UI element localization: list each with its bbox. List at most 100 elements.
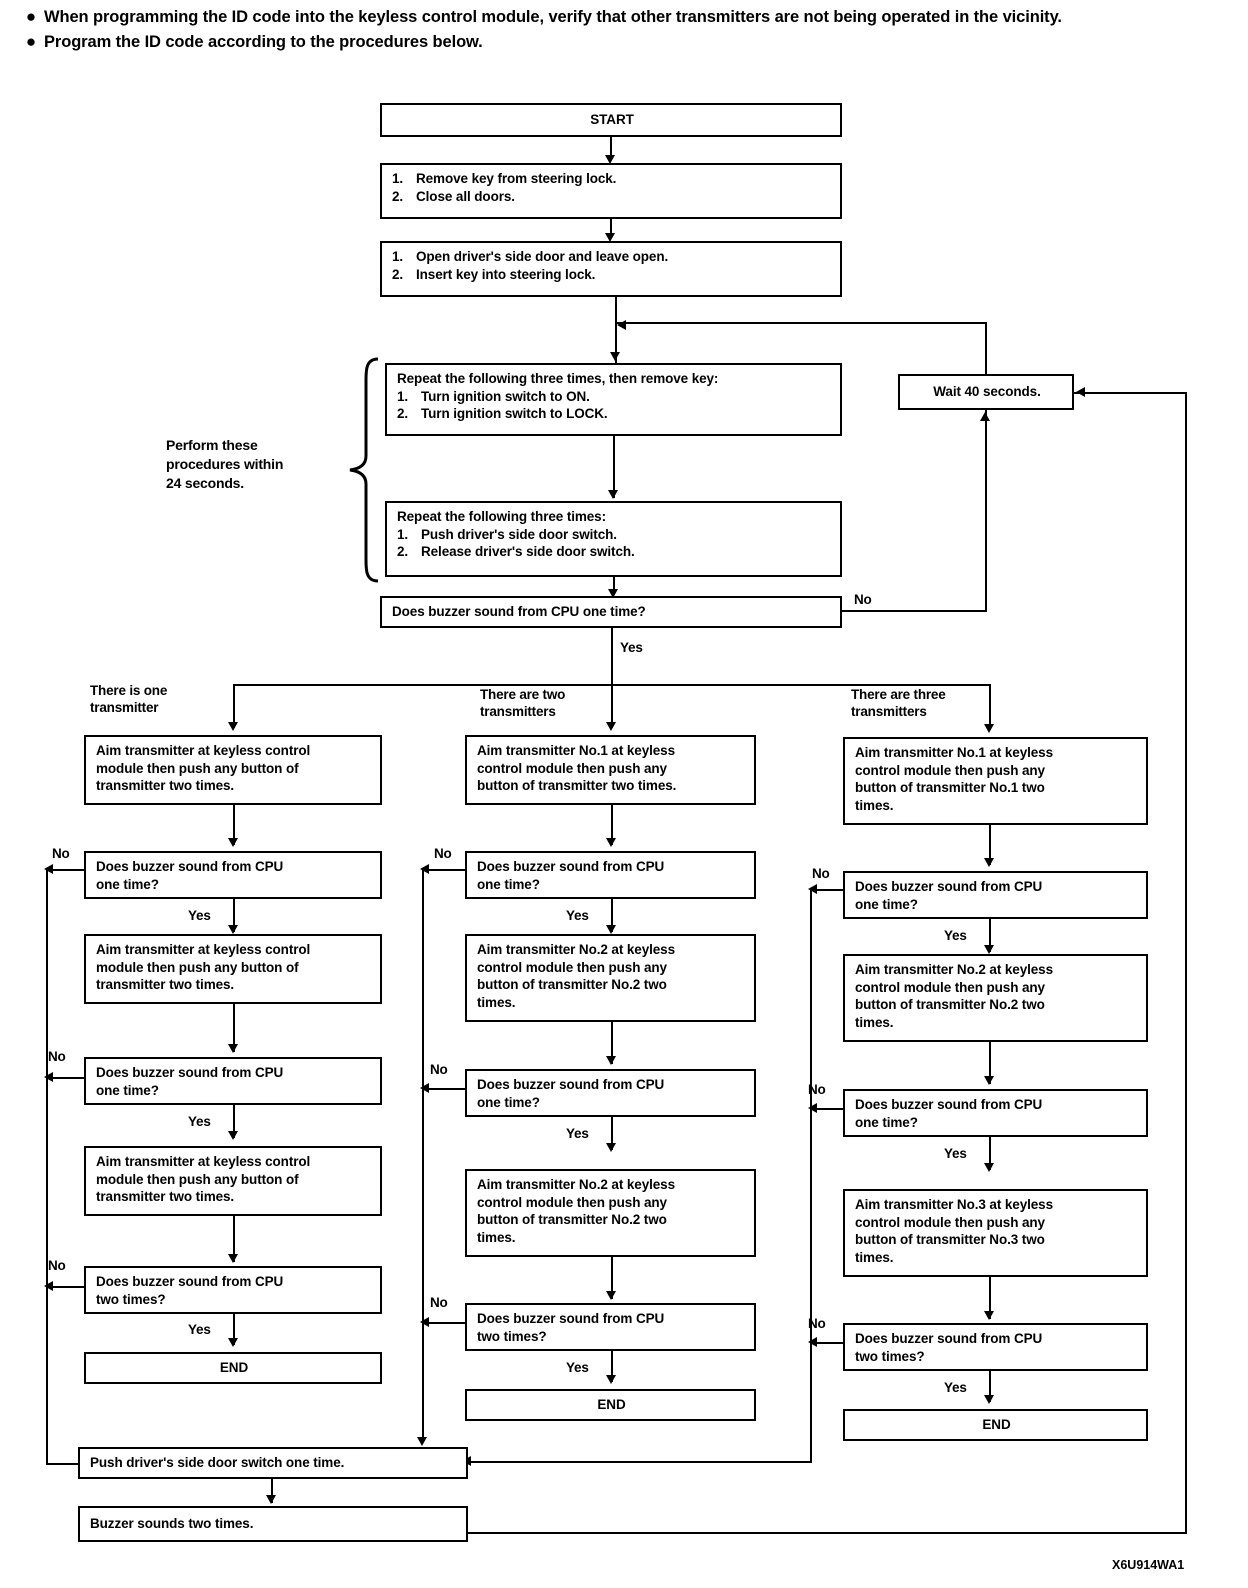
column-head-two-line1: There are two xyxy=(480,687,566,702)
col2-box-end: END xyxy=(465,1389,756,1421)
arrow-down-icon xyxy=(984,1076,994,1085)
col3-action3-line4: times. xyxy=(855,1249,894,1265)
buzzer-two-label: Buzzer sounds two times. xyxy=(90,1516,254,1531)
col1-dec2-line2: one time? xyxy=(96,1082,159,1098)
connector-buzzer-no-right xyxy=(842,610,987,612)
col3-dec1-line2: one time? xyxy=(855,896,918,912)
arrow-down-icon xyxy=(606,1056,616,1065)
col2-label-no-1: No xyxy=(434,846,452,861)
connector-col3-a1-d1 xyxy=(989,825,991,865)
label-yes-main: Yes xyxy=(620,640,643,655)
arrow-down-icon xyxy=(228,1044,238,1053)
col1-no3-line xyxy=(46,1286,86,1288)
col1-dec2-line1: Does buzzer sound from CPU xyxy=(96,1065,284,1080)
col1-label-yes-3: Yes xyxy=(188,1322,211,1337)
connector-col3-d2-a3 xyxy=(989,1137,991,1170)
box-wait-40-seconds: Wait 40 seconds. xyxy=(898,374,1074,410)
col1-box-action-1: Aim transmitter at keyless control modul… xyxy=(84,735,382,805)
col3-box-action-2: Aim transmitter No.2 at keyless control … xyxy=(843,954,1148,1042)
col3-label-no-2: No xyxy=(808,1082,826,1097)
col3-label-no-1: No xyxy=(812,866,830,881)
col2-dec1-line2: one time? xyxy=(477,876,540,892)
wait-label: Wait 40 seconds. xyxy=(933,384,1041,399)
connector-col2-d2-a3 xyxy=(611,1117,613,1150)
arrow-left-icon xyxy=(44,864,53,874)
col3-no1-line xyxy=(810,889,845,891)
col2-action1-line3: button of transmitter two times. xyxy=(477,778,677,793)
box-start-label: START xyxy=(590,112,634,127)
arrow-down-icon xyxy=(610,352,620,361)
brace-label: Perform these procedures within 24 secon… xyxy=(166,436,342,493)
col2-box-action-3: Aim transmitter No.2 at keyless control … xyxy=(465,1169,756,1257)
connector-step1-to-step2 xyxy=(610,219,612,237)
label-no-main: No xyxy=(854,592,872,607)
col1-action3-line3: transmitter two times. xyxy=(96,1189,235,1204)
box-step2: 1.Open driver's side door and leave open… xyxy=(380,241,842,297)
bullet-dot-icon: ● xyxy=(25,32,37,51)
step4-num1: 1. xyxy=(397,526,409,542)
column-head-three: There are three transmitters xyxy=(851,686,1031,720)
arrow-down-icon xyxy=(605,233,615,242)
arrow-down-icon xyxy=(606,925,616,934)
connector-return-vertical xyxy=(1185,392,1187,1532)
arrow-down-icon xyxy=(608,589,618,598)
connector-col1-a3-d3 xyxy=(233,1216,235,1262)
col2-label-yes-2: Yes xyxy=(566,1126,589,1141)
col3-action1-line1: Aim transmitter No.1 at keyless xyxy=(855,745,1053,760)
connector-drop-col3 xyxy=(989,684,991,730)
col2-box-decision-2: Does buzzer sound from CPU one time? xyxy=(465,1069,756,1117)
col3-action1-line4: times. xyxy=(855,797,894,813)
connector-drop-col1 xyxy=(233,684,235,728)
col2-label-yes-1: Yes xyxy=(566,908,589,923)
note-text: When programming the ID code into the ke… xyxy=(44,8,1062,26)
col3-dec3-line2: two times? xyxy=(855,1348,925,1364)
col1-dec1-line1: Does buzzer sound from CPU xyxy=(96,859,284,874)
connector-col2-a2-d2 xyxy=(611,1022,613,1064)
arrow-down-icon xyxy=(984,724,994,733)
arrow-down-icon xyxy=(608,490,618,499)
col2-action1-line2: control module then push any xyxy=(477,760,667,776)
col1-action1-line2: module then push any button of xyxy=(96,760,299,776)
arrow-down-icon xyxy=(984,945,994,954)
col3-label-yes-1: Yes xyxy=(944,928,967,943)
col3-box-action-3: Aim transmitter No.3 at keyless control … xyxy=(843,1189,1148,1277)
connector-col1-d1-a2 xyxy=(233,899,235,932)
col2-action2-line2: control module then push any xyxy=(477,959,667,975)
col1-label-yes-2: Yes xyxy=(188,1114,211,1129)
connector-col1-d2-a3 xyxy=(233,1105,235,1138)
arrow-down-icon xyxy=(605,155,615,164)
col2-label-yes-3: Yes xyxy=(566,1360,589,1375)
col2-dec1-line1: Does buzzer sound from CPU xyxy=(477,859,665,874)
step2-line2: Insert key into steering lock. xyxy=(416,266,596,282)
col1-box-action-3: Aim transmitter at keyless control modul… xyxy=(84,1146,382,1216)
col3-box-end: END xyxy=(843,1409,1148,1441)
box-step4: Repeat the following three times: 1.Push… xyxy=(385,501,842,577)
col1-end-label: END xyxy=(219,1360,249,1375)
arrow-left-icon xyxy=(420,1317,429,1327)
col3-label-yes-3: Yes xyxy=(944,1380,967,1395)
connector-col3-a2-d2 xyxy=(989,1042,991,1084)
arrow-down-icon xyxy=(228,925,238,934)
col1-no1-line xyxy=(46,869,86,871)
col2-no1-line xyxy=(422,869,467,871)
col2-action2-line4: times. xyxy=(477,994,516,1010)
arrow-left-icon xyxy=(808,1337,817,1347)
col3-action2-line3: button of transmitter No.2 two xyxy=(855,997,1045,1012)
col2-action1-line1: Aim transmitter No.1 at keyless xyxy=(477,743,675,758)
col2-action3-line2: control module then push any xyxy=(477,1194,667,1210)
col3-box-decision-1: Does buzzer sound from CPU one time? xyxy=(843,871,1148,919)
step2-num2: 2. xyxy=(392,266,404,282)
step4-num2: 2. xyxy=(397,544,409,559)
connector-col1-a1-d1 xyxy=(233,805,235,845)
step4-line1: Push driver's side door switch. xyxy=(421,526,617,542)
connector-step4-to-buzzer xyxy=(613,577,615,595)
step1-line2: Close all doors. xyxy=(416,188,515,204)
col3-action2-line2: control module then push any xyxy=(855,979,1045,995)
brace-label-line2: procedures within xyxy=(166,456,284,472)
arrow-down-icon xyxy=(606,1375,616,1384)
col2-label-no-2: No xyxy=(430,1062,448,1077)
col3-label-no-3: No xyxy=(808,1316,826,1331)
arrow-down-icon xyxy=(228,838,238,847)
col3-action2-line1: Aim transmitter No.2 at keyless xyxy=(855,962,1053,977)
bullet-dot-icon: ● xyxy=(25,7,37,26)
